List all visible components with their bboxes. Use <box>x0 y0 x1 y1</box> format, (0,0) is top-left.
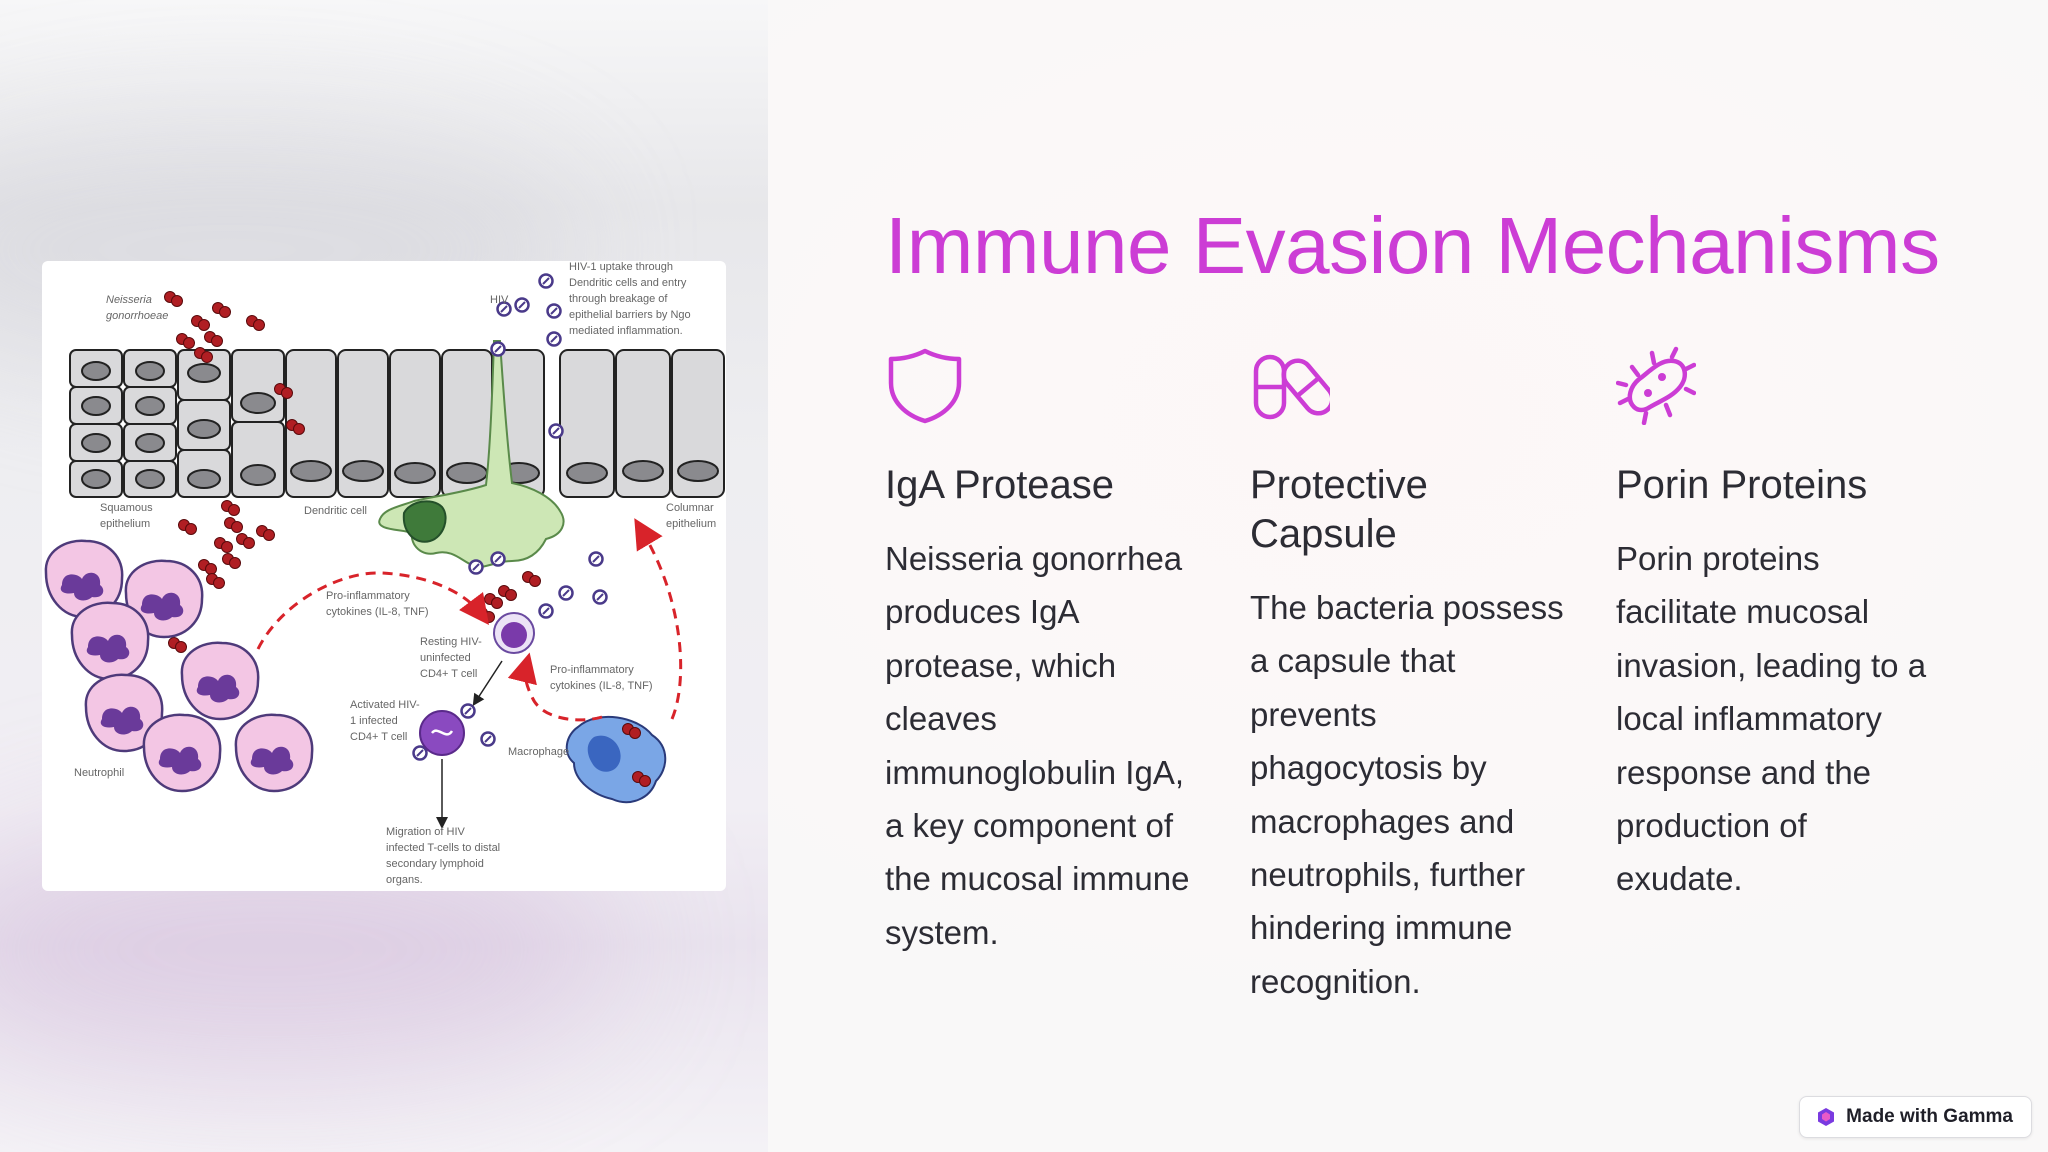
label-columnar: Columnar <box>666 502 714 514</box>
label-hiv: HIV <box>490 294 509 306</box>
label-proinflammatory: Pro-inflammatory <box>550 664 634 676</box>
label-resting-tcell: CD4+ T cell <box>420 668 477 680</box>
label-hiv-uptake: through breakage of <box>569 293 668 305</box>
label-activated-tcell: 1 infected <box>350 715 398 727</box>
label-proinflammatory: cytokines (IL-8, TNF) <box>326 606 429 618</box>
content-panel: Immune Evasion Mechanisms IgA Protease N… <box>768 0 2048 1152</box>
label-columnar: epithelium <box>666 518 716 530</box>
epithelium-layer <box>69 349 725 498</box>
immune-diagram: Neisseria gonorrhoeae HIV HIV-1 uptake t… <box>42 261 726 891</box>
label-neisseria: Neisseria <box>106 294 152 306</box>
label-hiv-uptake: HIV-1 uptake through <box>569 261 673 273</box>
label-squamous: Squamous <box>100 502 153 514</box>
badge-label: Made with Gamma <box>1846 1106 2013 1127</box>
gamma-logo-icon <box>1818 1108 1835 1126</box>
neutrophils <box>44 539 314 793</box>
label-migration: Migration of HIV <box>386 826 466 838</box>
label-neutrophil: Neutrophil <box>74 767 124 779</box>
label-hiv-uptake: Dendritic cells and entry <box>569 277 687 289</box>
slide-title: Immune Evasion Mechanisms <box>885 201 1940 290</box>
column-body: Neisseria gonorrhea produces IgA proteas… <box>885 540 1190 951</box>
label-activated-tcell: CD4+ T cell <box>350 731 407 743</box>
bacteria-icon <box>1616 346 1696 425</box>
column-protective-capsule: Protective Capsule The bacteria possess … <box>1250 345 1570 1008</box>
label-resting-tcell: Resting HIV- <box>420 636 482 648</box>
label-migration: infected T-cells to distal <box>386 842 500 854</box>
shield-icon <box>888 348 962 424</box>
made-with-gamma-button[interactable]: Made with Gamma <box>1799 1096 2032 1138</box>
column-heading: Porin Proteins <box>1616 463 1868 507</box>
label-proinflammatory: Pro-inflammatory <box>326 590 410 602</box>
label-proinflammatory: cytokines (IL-8, TNF) <box>550 680 653 692</box>
column-heading: IgA Protease <box>885 463 1115 507</box>
image-panel: Neisseria gonorrhoeae HIV HIV-1 uptake t… <box>0 0 768 1152</box>
label-squamous: epithelium <box>100 518 150 530</box>
column-iga-protease: IgA Protease Neisseria gonorrhea produce… <box>885 345 1205 959</box>
label-activated-tcell: Activated HIV- <box>350 699 420 711</box>
label-neisseria: gonorrhoeae <box>106 310 168 322</box>
diagram-svg: Neisseria gonorrhoeae HIV HIV-1 uptake t… <box>44 261 725 886</box>
label-migration: secondary lymphoid <box>386 858 484 870</box>
column-body: The bacteria possess a capsule that prev… <box>1250 589 1564 1000</box>
column-body: Porin proteins facilitate mucosal invasi… <box>1616 540 1927 898</box>
label-resting-tcell: uninfected <box>420 652 471 664</box>
column-heading: Protective Capsule <box>1250 463 1428 556</box>
label-dendritic: Dendritic cell <box>304 505 367 517</box>
column-porin-proteins: Porin Proteins Porin proteins facilitate… <box>1616 345 1936 906</box>
label-hiv-uptake: epithelial barriers by Ngo <box>569 309 691 321</box>
capsule-pills-icon <box>1253 354 1330 420</box>
label-migration: organs. <box>386 874 423 886</box>
label-hiv-uptake: mediated inflammation. <box>569 325 683 337</box>
label-macrophage: Macrophage <box>508 746 569 758</box>
